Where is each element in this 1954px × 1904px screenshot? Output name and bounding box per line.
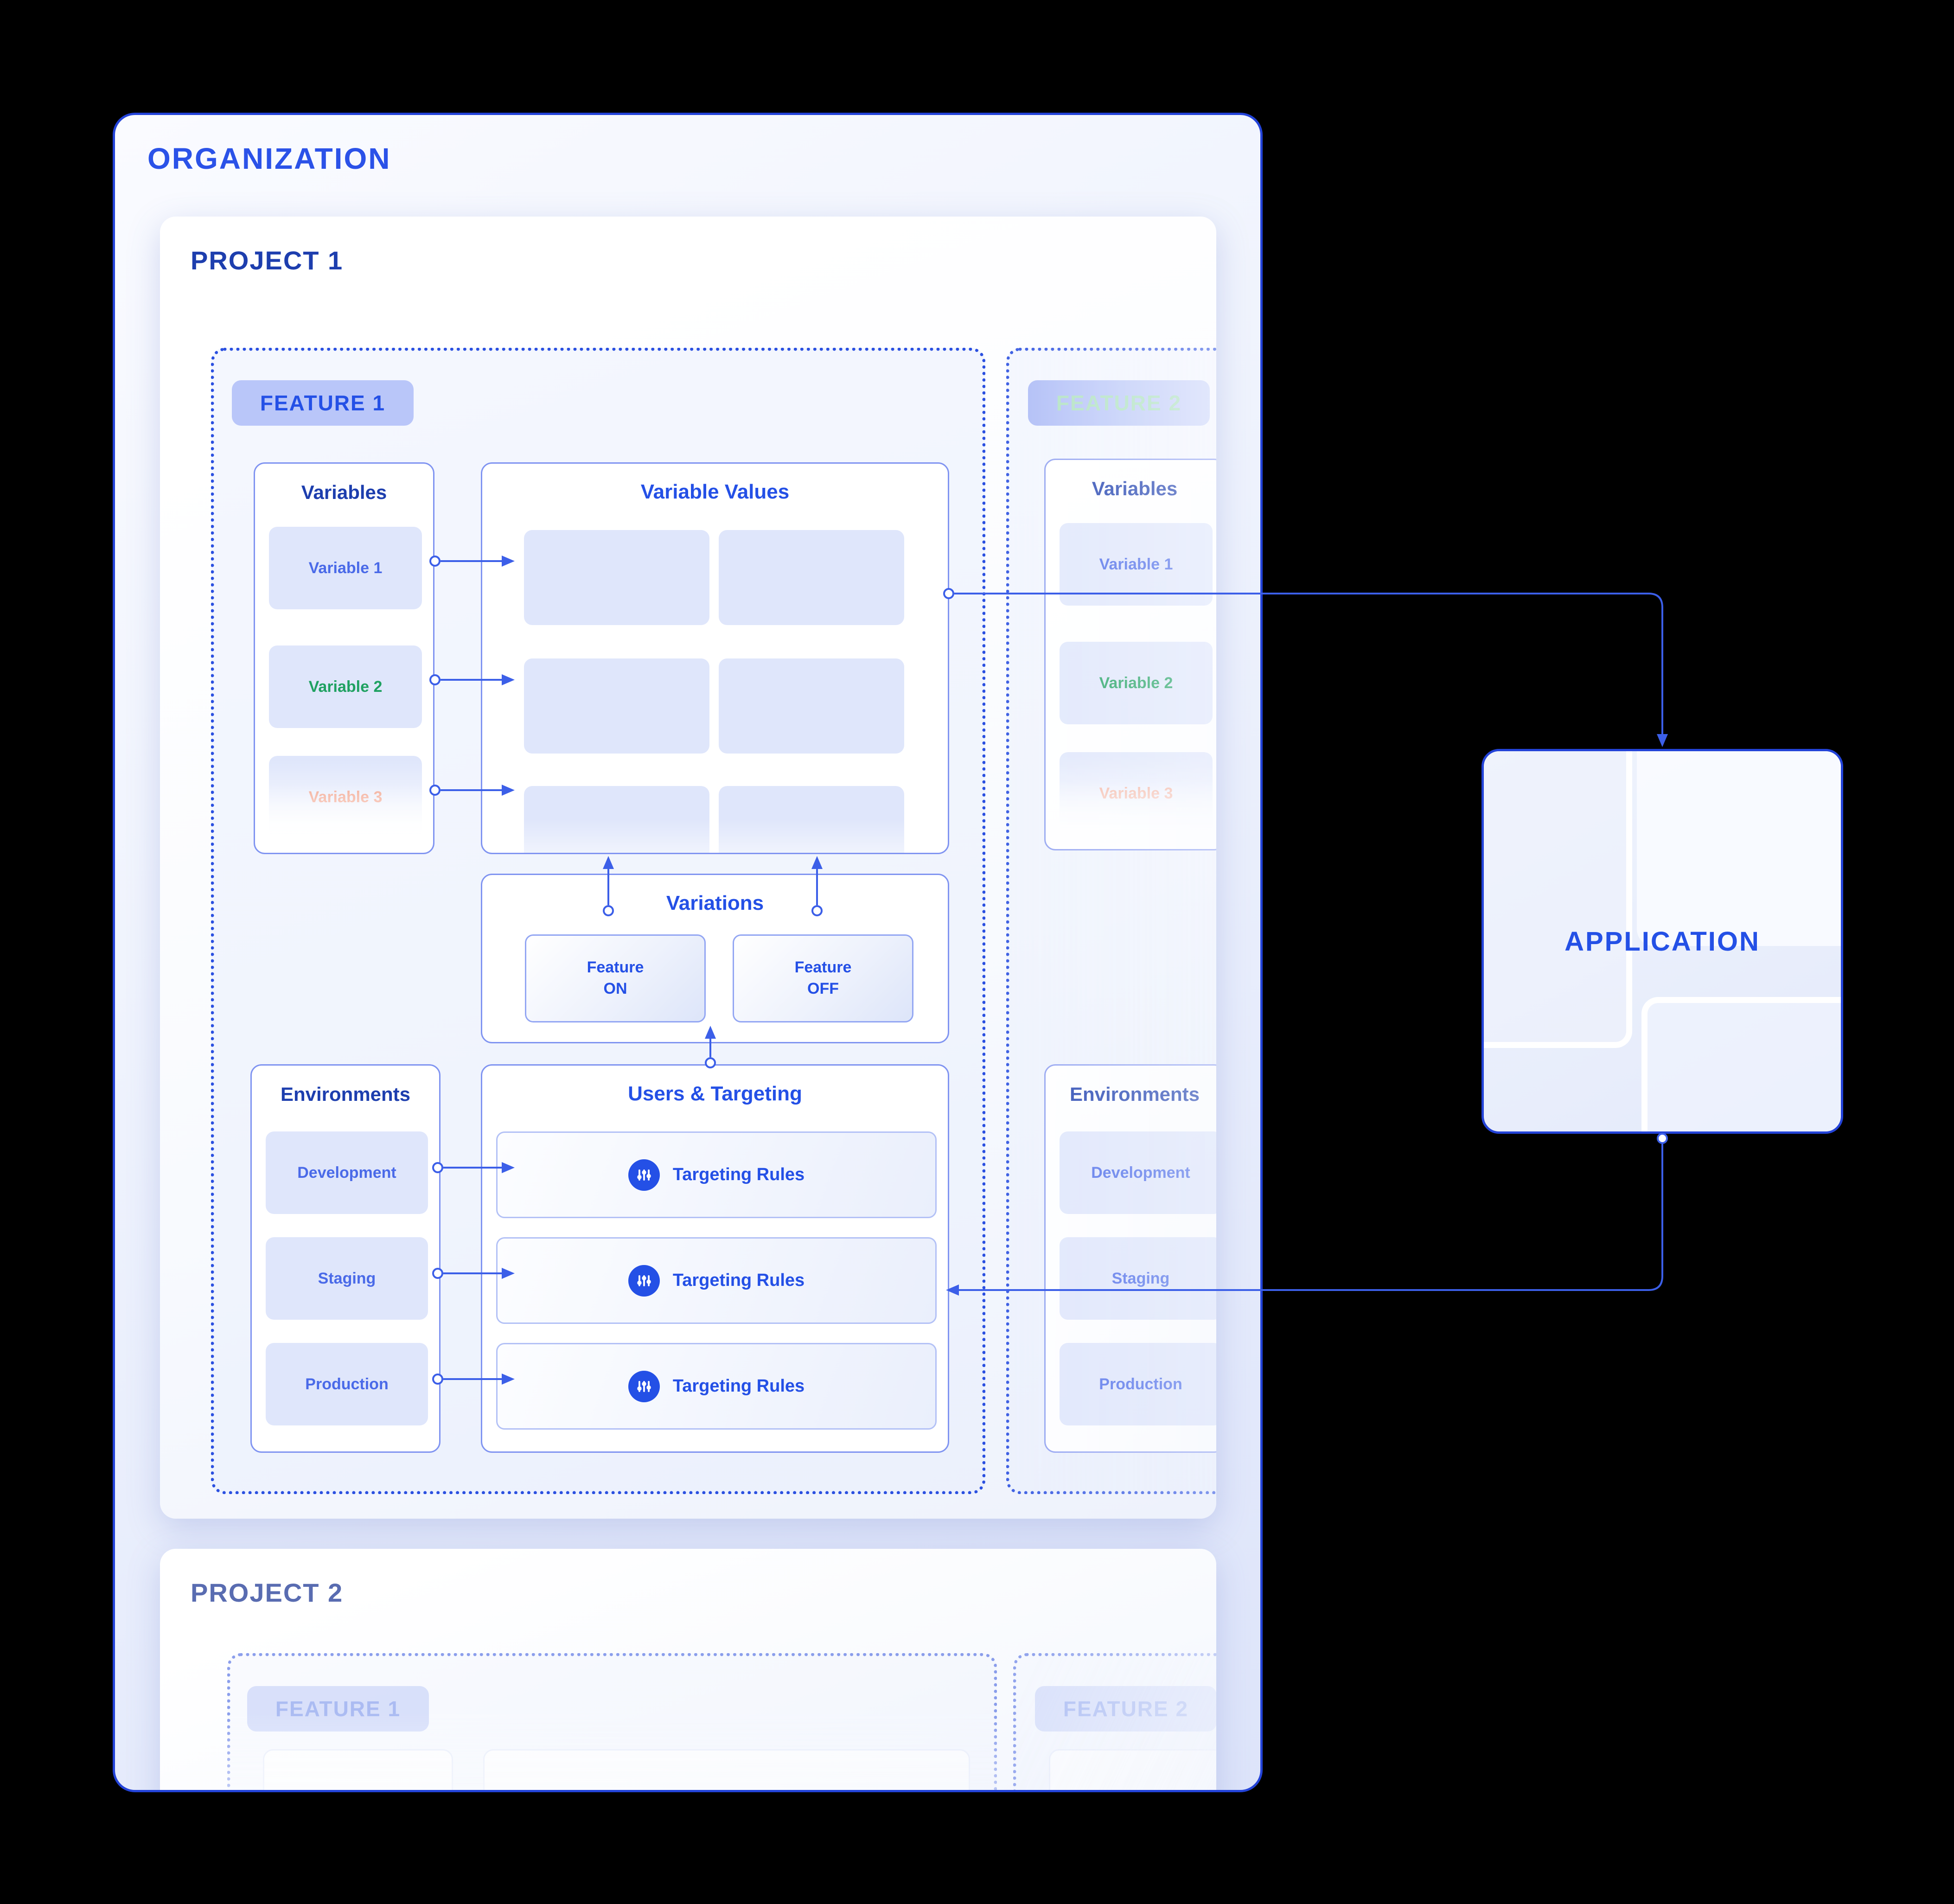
project2-feature2-box: FEATURE 2 (1013, 1653, 1216, 1790)
project2-card: PROJECT 2 FEATURE 1 FEATURE 2 (160, 1549, 1216, 1790)
variable-1-item: Variable 1 (1060, 523, 1213, 606)
environment-production: Production (266, 1343, 428, 1425)
environments-panel: Environments Development Staging Product… (1044, 1064, 1216, 1453)
variables-title: Variables (1092, 478, 1178, 499)
value-placeholder (524, 530, 709, 625)
application-decoration (1484, 751, 1632, 1048)
variable-1-item: Variable 1 (269, 527, 422, 609)
sliders-icon (628, 1265, 660, 1297)
placeholder-panel (263, 1749, 453, 1790)
environment-production: Production (1060, 1343, 1216, 1425)
project2-feature1-chip: FEATURE 1 (247, 1686, 429, 1731)
environments-panel: Environments Development Staging Product… (250, 1064, 441, 1453)
placeholder-panel (483, 1749, 970, 1790)
sliders-icon (628, 1159, 660, 1191)
value-placeholder (524, 786, 709, 853)
variations-title: Variations (666, 892, 764, 914)
users-targeting-title: Users & Targeting (628, 1082, 802, 1105)
project1-title: PROJECT 1 (191, 246, 344, 275)
variable-values-panel: Variable Values (481, 462, 949, 854)
environments-title: Environments (280, 1083, 411, 1105)
variable-2-item: Variable 2 (1060, 642, 1213, 724)
value-placeholder (719, 530, 904, 625)
targeting-rule-row: Targeting Rules (496, 1237, 937, 1324)
environment-staging: Staging (266, 1237, 428, 1320)
environment-staging: Staging (1060, 1237, 1216, 1320)
variable-3-item: Variable 3 (1060, 752, 1213, 835)
organization-box: ORGANIZATION PROJECT 1 FEATURE 1 Variabl… (113, 113, 1263, 1792)
organization-title: ORGANIZATION (147, 142, 391, 175)
sliders-icon (628, 1370, 660, 1402)
targeting-rule-row: Targeting Rules (496, 1131, 937, 1218)
value-placeholder (719, 658, 904, 754)
variable-values-title: Variable Values (640, 480, 790, 503)
variables-panel: Variables Variable 1 Variable 2 Variable… (1044, 459, 1216, 850)
project2-title: PROJECT 2 (191, 1578, 344, 1607)
value-placeholder (719, 786, 904, 853)
application-decoration (1637, 751, 1841, 946)
environment-development: Development (266, 1131, 428, 1214)
project1-card: PROJECT 1 FEATURE 1 Variables Variable 1… (160, 217, 1216, 1519)
value-placeholder (524, 658, 709, 754)
targeting-rule-label: Targeting Rules (672, 1376, 805, 1396)
variations-panel: Variations Feature ON Feature OFF (481, 874, 949, 1043)
project2-feature2-chip: FEATURE 2 (1035, 1686, 1216, 1731)
placeholder-panel (1049, 1749, 1216, 1790)
feature-on-button: Feature ON (525, 934, 706, 1022)
application-decoration (1641, 997, 1841, 1131)
variables-panel: Variables Variable 1 Variable 2 Variable… (254, 462, 434, 854)
variable-2-item: Variable 2 (269, 645, 422, 728)
targeting-rule-label: Targeting Rules (672, 1165, 805, 1184)
feature1-box: FEATURE 1 Variables Variable 1 Variable … (211, 348, 985, 1494)
variable-3-item: Variable 3 (269, 756, 422, 838)
feature-off-button: Feature OFF (733, 934, 913, 1022)
environments-title: Environments (1069, 1083, 1200, 1105)
application-title: APPLICATION (1564, 926, 1760, 957)
feature2-box: FEATURE 2 Variables Variable 1 Variable … (1006, 348, 1216, 1494)
project2-feature1-box: FEATURE 1 (227, 1653, 997, 1790)
application-box: APPLICATION (1481, 749, 1843, 1134)
users-targeting-panel: Users & Targeting Targeting Rules Target… (481, 1064, 949, 1453)
environment-development: Development (1060, 1131, 1216, 1214)
feature1-chip: FEATURE 1 (232, 380, 414, 426)
variables-title: Variables (301, 481, 387, 503)
targeting-rule-label: Targeting Rules (672, 1271, 805, 1290)
targeting-rule-row: Targeting Rules (496, 1343, 937, 1430)
feature2-chip: FEATURE 2 (1028, 380, 1210, 426)
